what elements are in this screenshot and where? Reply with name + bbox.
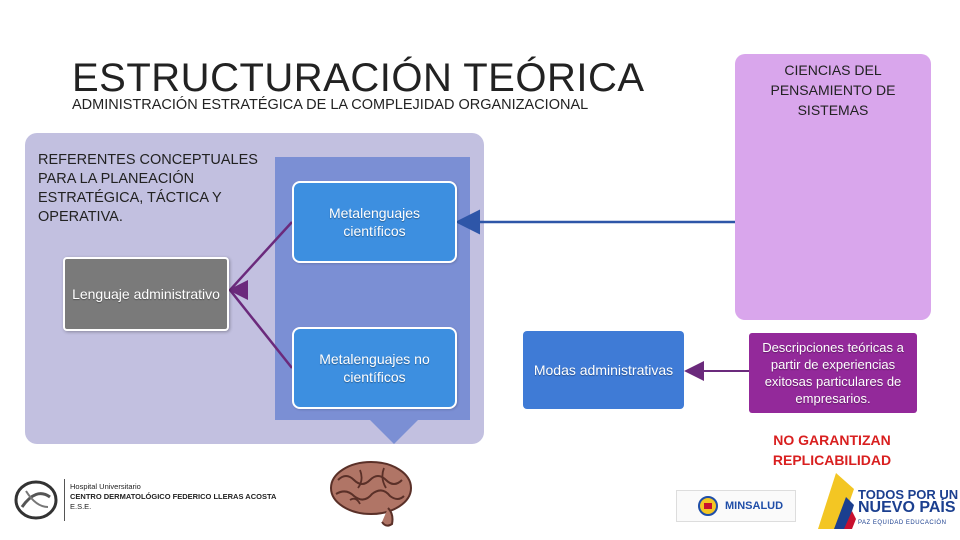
metalenguajes-no-cientificos-label: Metalenguajes no científicos	[319, 351, 430, 385]
descripciones-teoricas-box: Descripciones teóricas a partir de exper…	[749, 333, 917, 413]
minsalud-label: MINSALUD	[725, 500, 784, 512]
hospital-emblem-icon	[14, 480, 58, 520]
page-subtitle: ADMINISTRACIÓN ESTRATÉGICA DE LA COMPLEJ…	[72, 97, 589, 113]
no-garantizan-warning: NO GARANTIZAN REPLICABILIDAD	[772, 432, 892, 468]
hospital-logo: Hospital Universitario CENTRO DERMATOLÓG…	[12, 477, 277, 523]
ciencias-pensamiento-label: CIENCIAS DEL PENSAMIENTO DE SISTEMAS	[770, 62, 896, 118]
hospital-line-3: E.S.E.	[70, 502, 92, 511]
brain-icon	[330, 461, 412, 527]
modas-administrativas-box: Modas administrativas	[523, 331, 684, 409]
modas-administrativas-label: Modas administrativas	[533, 362, 674, 378]
metalenguajes-no-cientificos-box: Metalenguajes no científicos	[292, 327, 457, 409]
todos-por-un-nuevo-pais-logo: TODOS POR UN NUEVO PAÍS PAZ EQUIDAD EDUC…	[814, 469, 958, 531]
colombia-shield-icon	[698, 496, 718, 516]
metalenguajes-cientificos-box: Metalenguajes científicos	[292, 181, 457, 263]
hospital-line-2: CENTRO DERMATOLÓGICO FEDERICO LLERAS ACO…	[70, 492, 277, 501]
todos-line-1: TODOS POR UN	[858, 487, 959, 502]
todos-line-2: NUEVO PAÍS	[858, 499, 956, 516]
descripciones-teoricas-label: Descripciones teóricas a partir de exper…	[762, 340, 904, 406]
lenguaje-administrativo-box: Lenguaje administrativo	[63, 257, 229, 331]
colombia-flag-swoosh-icon	[818, 473, 856, 529]
hospital-line-1: Hospital Universitario	[70, 482, 141, 491]
ciencias-pensamiento-box: CIENCIAS DEL PENSAMIENTO DE SISTEMAS	[735, 54, 931, 320]
todos-line-3: PAZ EQUIDAD EDUCACIÓN	[858, 520, 947, 526]
page-title: ESTRUCTURACIÓN TEÓRICA	[72, 56, 645, 100]
hospital-divider	[64, 479, 65, 521]
metalenguajes-cientificos-label: Metalenguajes científicos	[328, 205, 421, 239]
lenguaje-administrativo-label: Lenguaje administrativo	[72, 286, 220, 302]
minsalud-logo: MINSALUD	[676, 490, 796, 522]
referentes-label: REFERENTES CONCEPTUALES PARA LA PLANEACI…	[38, 152, 258, 225]
